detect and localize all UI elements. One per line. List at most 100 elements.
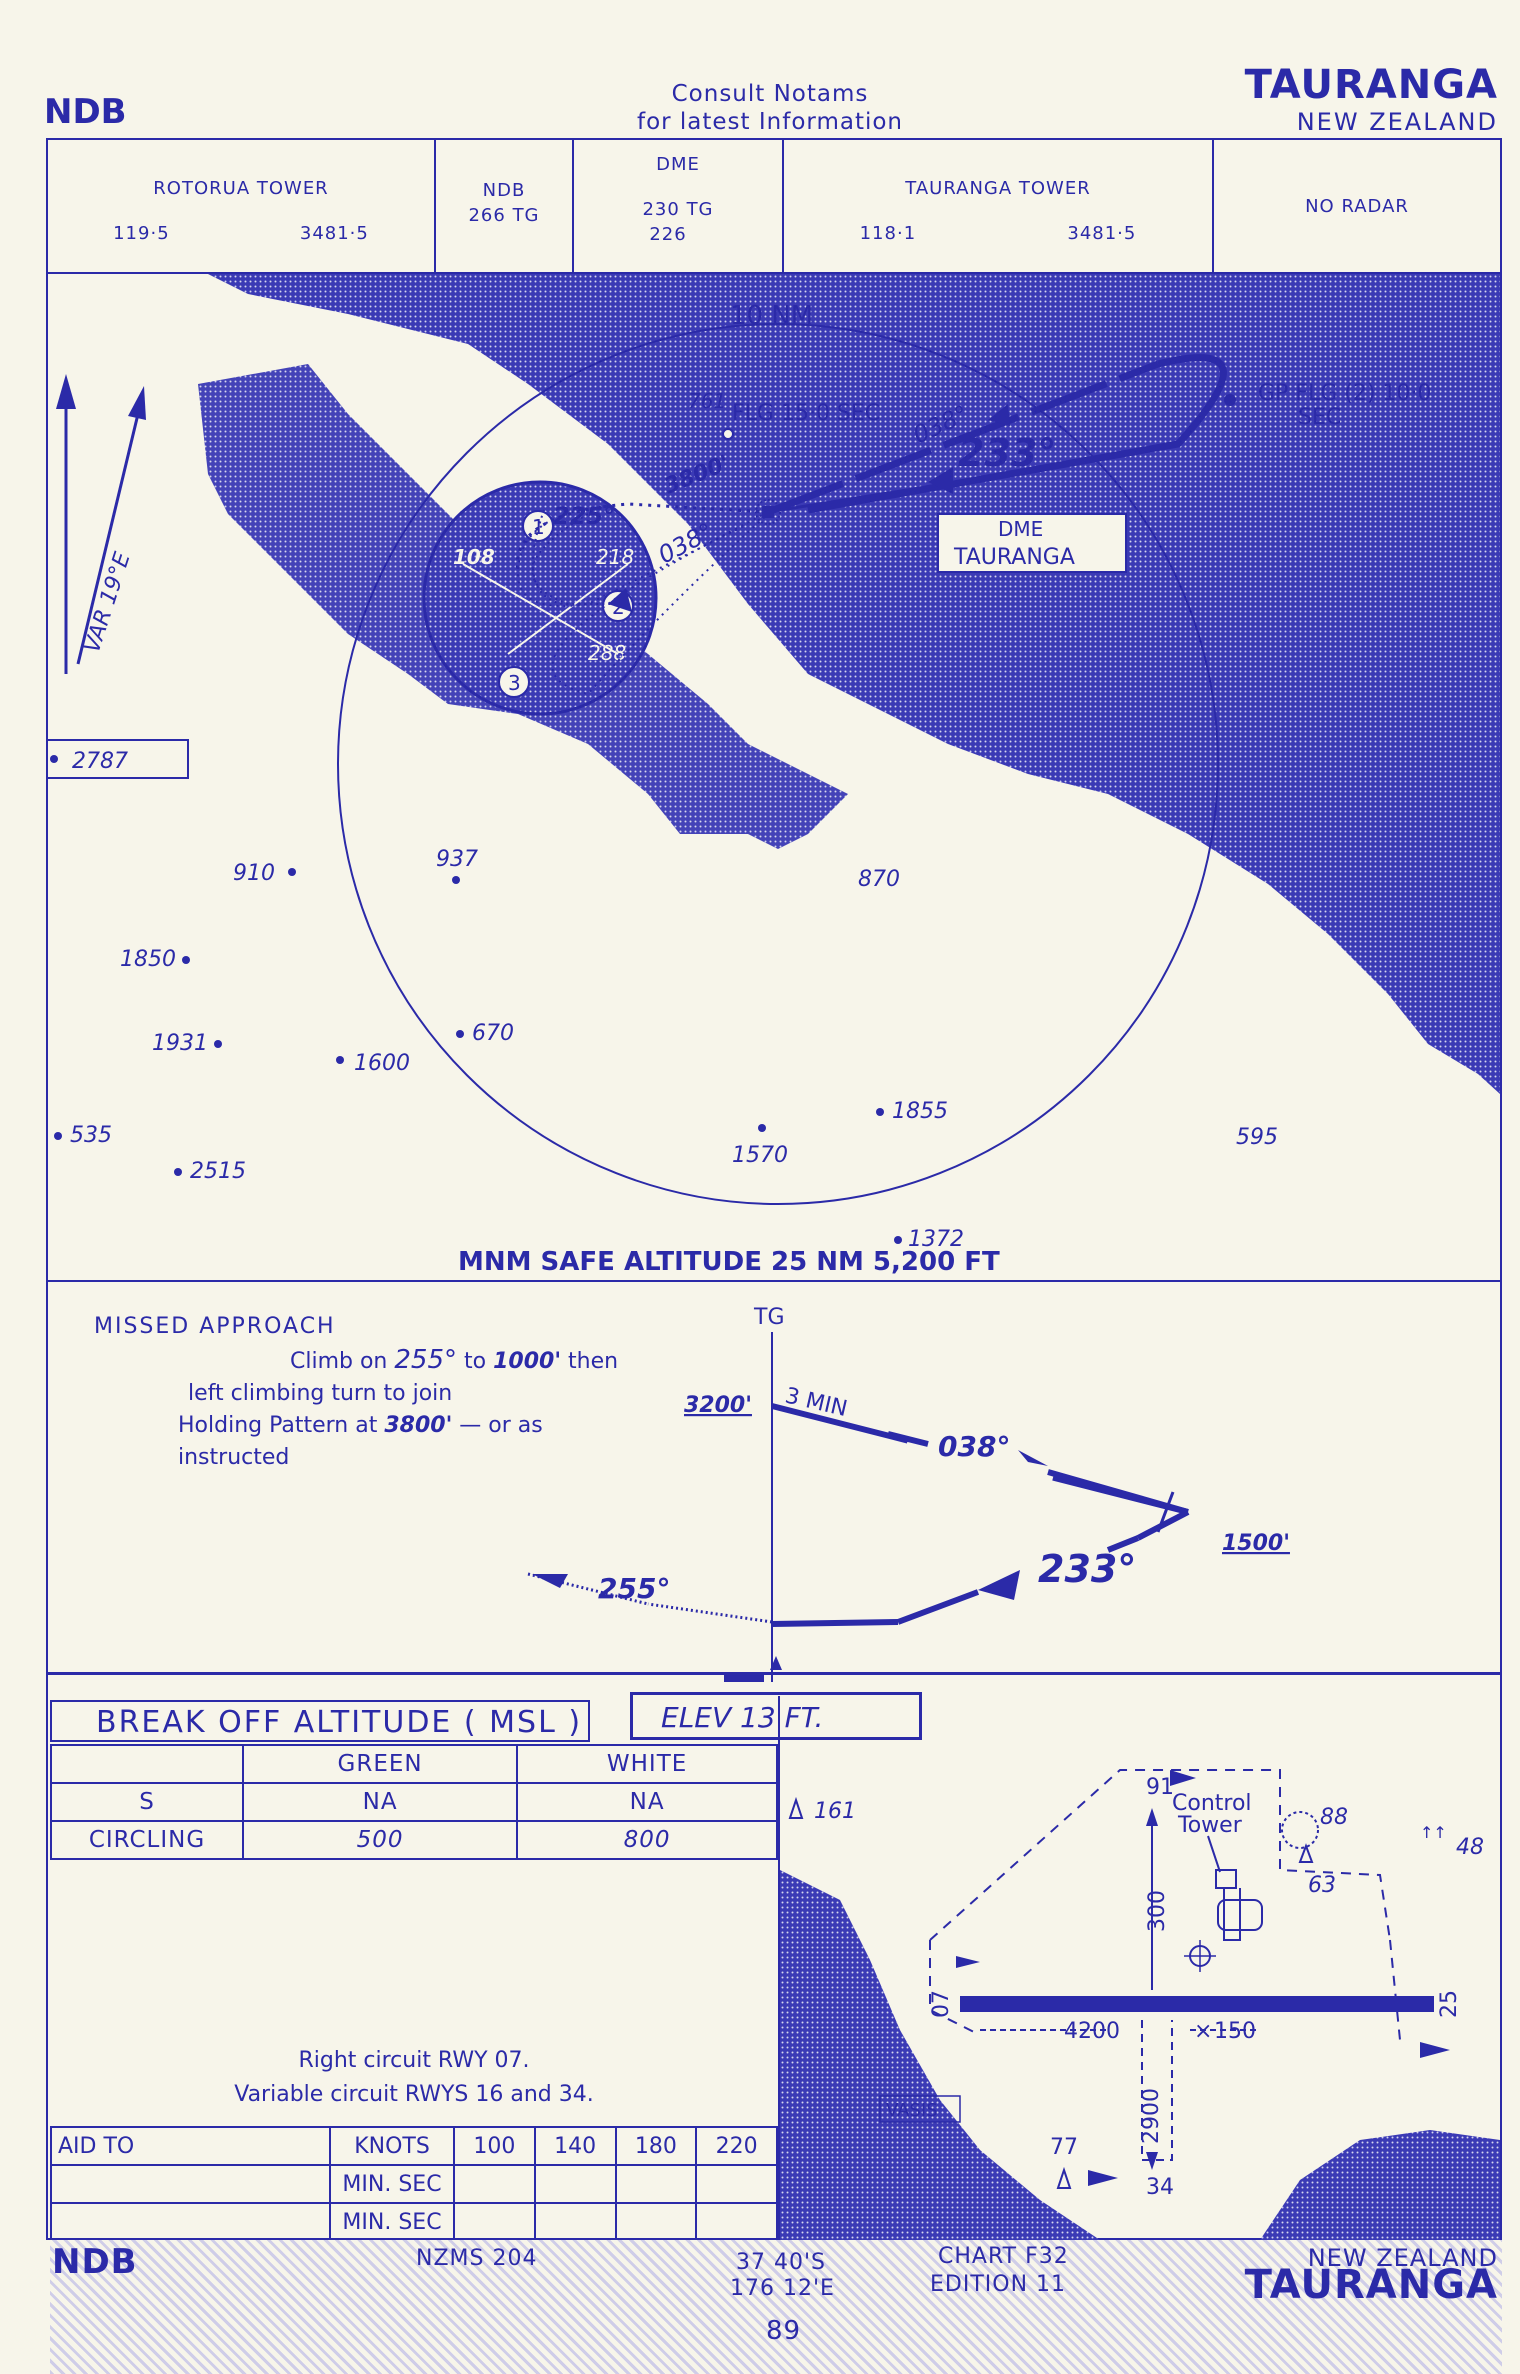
aid-cell	[453, 2164, 536, 2204]
holding-radial-108: 108	[453, 545, 495, 569]
missed-approach-title: MISSED APPROACH	[94, 1314, 336, 1339]
ndb-center-icon	[762, 506, 774, 518]
header-procedure: NDB	[44, 92, 127, 132]
aid-cell	[50, 2202, 331, 2242]
arrow-head-icon	[56, 374, 76, 409]
break-off-cell: CIRCLING	[50, 1820, 244, 1860]
spot-1570: 1570	[732, 1143, 788, 1168]
missed-line4: instructed	[178, 1445, 290, 1470]
missed-line1-c: to	[457, 1349, 494, 1374]
missed-approach-path	[515, 502, 769, 575]
track-arrow-icon	[978, 1570, 1020, 1600]
dme-box-label: DME	[998, 517, 1043, 541]
profile-tg-label: TG	[753, 1305, 785, 1330]
length-4200: 4200	[1064, 2019, 1120, 2044]
plan-divider	[48, 1280, 1500, 1282]
runway-symbol-icon	[724, 1672, 764, 1682]
header-subtitle: NEW ZEALAND	[1296, 108, 1498, 136]
aid-header: 100	[453, 2126, 536, 2166]
aid-cell: MIN. SEC	[329, 2164, 455, 2204]
spot-535: 535	[70, 1123, 112, 1148]
comm-ndb: NDB 266 TG	[436, 140, 574, 274]
comm-dme: DME 230 TG 226	[574, 140, 784, 274]
island	[1228, 574, 1308, 714]
aid-header: 140	[533, 2126, 617, 2166]
footer-title: TAURANGA	[1244, 2262, 1498, 2308]
spot-box-2787	[48, 739, 189, 779]
break-off-cell: NA	[516, 1782, 778, 1822]
outbound-track	[766, 360, 1160, 516]
spot-1855: 1855	[892, 1099, 948, 1124]
holding-inset	[422, 480, 658, 716]
comm-divider	[48, 272, 1500, 274]
flg-light-icon	[722, 428, 734, 440]
range-ring-label: 10 NM	[730, 301, 813, 331]
profile-inbound	[896, 1589, 980, 1625]
spot-161: 161	[814, 1799, 856, 1824]
heading-038-inbound: 038°	[654, 517, 718, 569]
holding-radial-288: 288	[588, 641, 626, 665]
missed-line2: left climbing turn to join	[188, 1381, 453, 1406]
ndb-symbol-icon	[755, 499, 781, 525]
var-label: VAR 19°E	[80, 549, 136, 656]
aid-header: AID TO	[50, 2126, 331, 2166]
break-off-header: WHITE	[516, 1744, 778, 1784]
spot-595: 595	[1236, 1125, 1278, 1150]
length-150: 150	[1214, 2019, 1256, 2044]
aid-cell	[695, 2202, 778, 2242]
flag-icon	[956, 1956, 980, 1968]
break-off-header: GREEN	[241, 1744, 519, 1784]
comm-radar: NO RADAR	[1214, 140, 1500, 274]
trees-icon: ↑↑	[1420, 1823, 1447, 1842]
spot-dot-icon	[50, 755, 58, 763]
heading-225: 225°	[553, 502, 615, 530]
profile-alt-1500: 1500'	[1222, 1531, 1290, 1556]
aid-header: 220	[695, 2126, 778, 2166]
footer-lat: 37 40'S	[736, 2250, 826, 2275]
holding-sector-3-label: 3	[508, 671, 521, 695]
aid-cell: MIN. SEC	[329, 2202, 455, 2242]
aid-cell	[533, 2164, 617, 2204]
comm-freq: 3481·5	[1067, 223, 1137, 244]
break-off-table: GREEN WHITE S NA NA CIRCLING 500 800	[50, 1744, 778, 1860]
vasis-box	[879, 2095, 961, 2123]
aid-cell	[614, 2164, 698, 2204]
label-91: 91	[1146, 1775, 1174, 1800]
comm-freq: 3481·5	[299, 223, 369, 244]
comm-freq: 118·1	[859, 223, 917, 244]
label-88: 88	[1320, 1805, 1348, 1830]
length-2900: 2900	[1139, 2088, 1164, 2144]
comm-name: NO RADAR	[1305, 196, 1409, 217]
flag-icon	[1420, 2042, 1450, 2058]
spot-870: 870	[858, 867, 900, 892]
aid-table: AID TO KNOTS 100 140 180 220 MIN. SEC MI…	[50, 2126, 778, 2242]
header-notice: Consult Notams for latest Information	[600, 80, 940, 136]
track-arrow-icon	[532, 1574, 568, 1588]
break-off-cell: S	[50, 1782, 244, 1822]
comm-name: ROTORUA TOWER	[153, 178, 329, 199]
missed-line1-a: Climb on	[290, 1349, 395, 1374]
footer-lon: 176 12'E	[730, 2276, 835, 2301]
holding-entry-path	[551, 511, 769, 696]
heading-233: 233°	[958, 431, 1056, 475]
track-arrow-icon	[1018, 1450, 1048, 1466]
ndb-profile-icon	[770, 1656, 782, 1670]
profile-hdg-233: 233°	[1038, 1547, 1136, 1591]
length-300: 300	[1145, 1890, 1170, 1932]
missed-line3-c: — or as	[452, 1413, 543, 1438]
control-tower-icon	[1215, 1869, 1237, 1889]
var-mag-north-arrow	[76, 413, 140, 665]
label-tower: Tower	[1177, 1813, 1243, 1838]
aid-header: KNOTS	[329, 2126, 455, 2166]
missed-line1: Climb on 255° to 1000' then	[180, 1344, 680, 1378]
header-title: TAURANGA	[1244, 62, 1498, 108]
profile-view: TG 3200' 3 MIN 038° 233° 1500' 255°	[48, 1305, 1500, 1682]
comm-freq: 226	[649, 224, 687, 245]
profile-hdg-255: 255°	[598, 1572, 670, 1605]
circuit-line2: Variable circuit RWYS 16 and 34.	[234, 2082, 594, 2107]
missed-line3-a: Holding Pattern at	[178, 1413, 385, 1438]
footer-nzms: NZMS 204	[416, 2246, 538, 2271]
label-control: Control	[1172, 1791, 1252, 1816]
